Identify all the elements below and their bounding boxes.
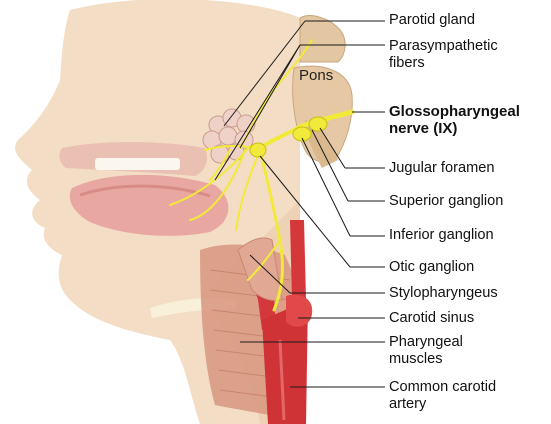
superior-ganglion-label: Superior ganglion: [389, 193, 504, 209]
inferior-ganglion-shape: [292, 126, 312, 142]
otic-ganglion-label: Otic ganglion: [389, 259, 475, 275]
parasympathetic-fibers-label: Parasympathetic fibers: [389, 38, 498, 72]
artery-highlight: [278, 339, 286, 421]
pharyngeal-muscles-line2: muscles: [389, 351, 443, 367]
internal-carotid: [290, 220, 306, 300]
parasympathetic-fibers-line2: fibers: [389, 55, 425, 71]
superior-ganglion-shape: [308, 116, 328, 132]
parasympathetic-fibers-line1: Parasympathetic: [389, 38, 498, 54]
common-carotid-artery-label: Common carotid artery: [389, 379, 496, 413]
glossopharyngeal-line1: Glossopharyngeal: [389, 103, 520, 120]
stylopharyngeus-label: Stylopharyngeus: [389, 285, 498, 301]
carotid-sinus-shape: [286, 294, 313, 327]
jugular-foramen-label: Jugular foramen: [389, 160, 495, 176]
glossopharyngeal-line2: nerve (IX): [389, 120, 458, 137]
glossopharyngeal-nerve-label: Glossopharyngeal nerve (IX): [389, 103, 520, 137]
pharyngeal-muscles-label: Pharyngeal muscles: [389, 334, 463, 368]
parotid-gland-label: Parotid gland: [389, 12, 476, 28]
common-carotid-line1: Common carotid: [389, 379, 497, 395]
pharyngeal-muscles-line1: Pharyngeal: [389, 334, 463, 350]
common-carotid-line2: artery: [389, 396, 427, 412]
leader-lines: [214, 20, 385, 388]
pons-label: Pons: [299, 67, 334, 84]
otic-ganglion-shape: [249, 142, 267, 158]
carotid-sinus-label: Carotid sinus: [389, 310, 475, 326]
common-carotid-artery-shape: [262, 300, 308, 424]
inferior-ganglion-label: Inferior ganglion: [389, 227, 494, 243]
hard-palate: [95, 158, 180, 170]
cerebrum: [299, 15, 346, 63]
